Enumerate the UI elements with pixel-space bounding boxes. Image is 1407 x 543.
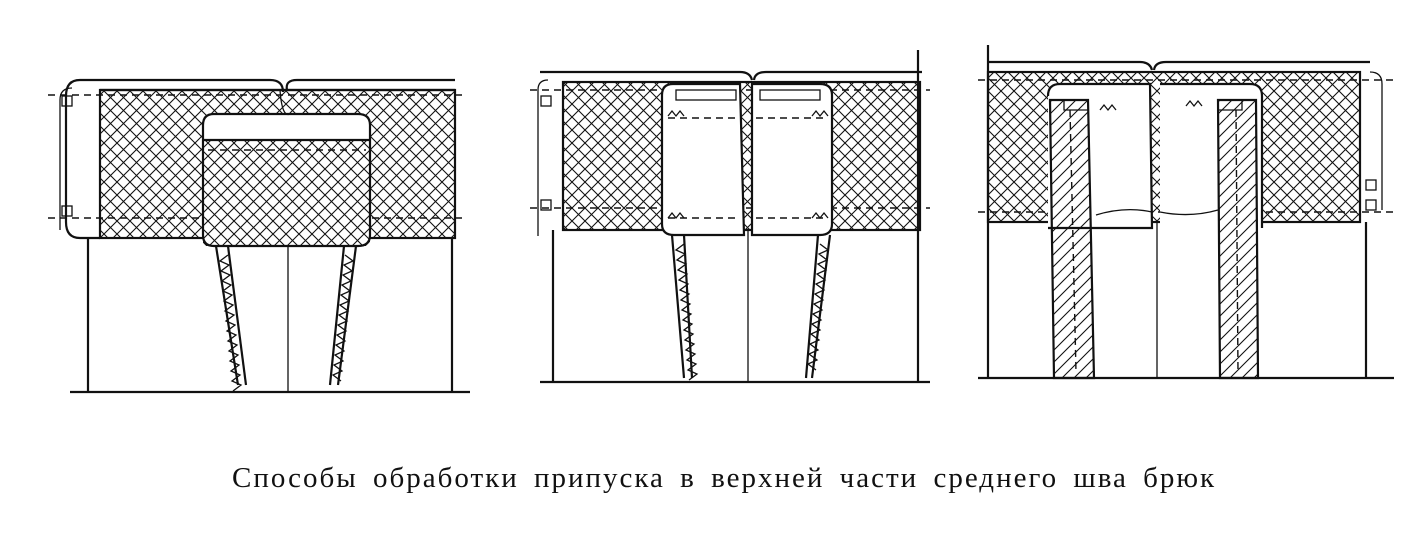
figure-caption: Способы обработки припуска в верхней час… [232, 462, 1217, 494]
method-1-diagram [48, 78, 470, 394]
method-2-diagram [530, 50, 930, 384]
method-3-diagram [978, 45, 1394, 380]
